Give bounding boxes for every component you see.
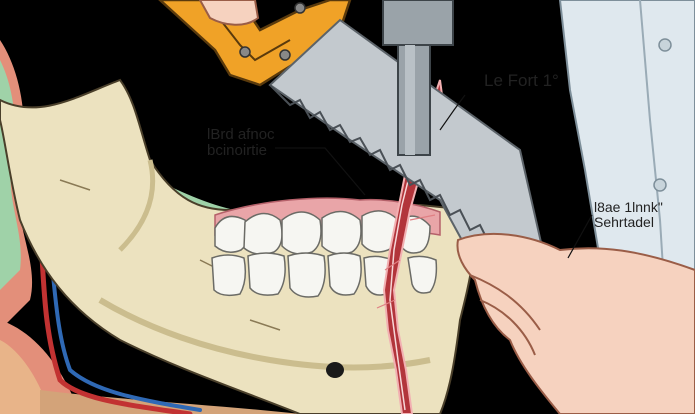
label-le-fort-text: Le Fort 1° — [484, 71, 559, 90]
label-left-line2: bcinoirtie — [207, 141, 268, 159]
saw-handle — [158, 0, 352, 87]
leader-lines — [275, 94, 593, 259]
label-le-fort: Le Fort 1° — [484, 72, 559, 90]
label-right-line2: Sehrtadel — [594, 213, 654, 230]
guide-clamp — [382, 0, 454, 156]
lower-teeth — [211, 252, 438, 298]
label-left-line1: lBrd afnoc — [207, 126, 275, 143]
label-right: l8ae 1lnnk" Sehrtadel — [594, 200, 663, 229]
surgeon-hands — [198, 0, 695, 414]
label-right-line1: l8ae 1lnnk" — [594, 199, 663, 215]
label-left: lBrd afnoc bcinoirtie — [207, 127, 275, 159]
upper-teeth — [214, 210, 431, 255]
